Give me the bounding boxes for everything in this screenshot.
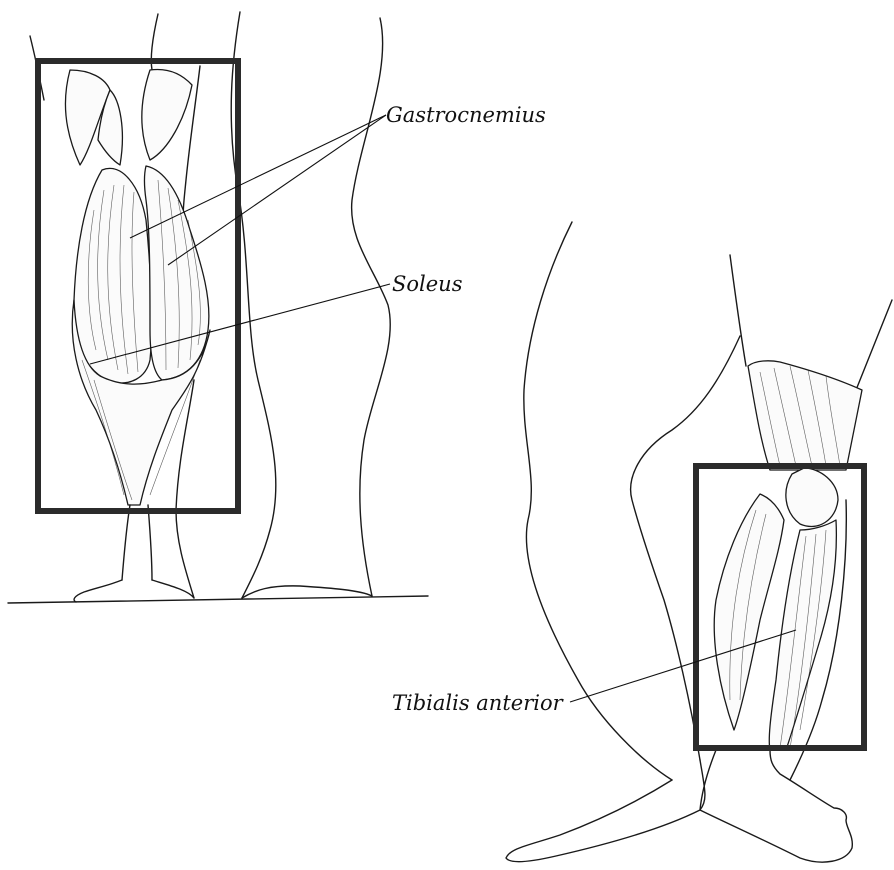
posterior-leg-figure <box>8 12 428 603</box>
ground-line <box>8 596 428 603</box>
rear-leg-outline <box>352 18 391 596</box>
front-foot <box>700 750 852 862</box>
leader-lines <box>90 115 796 702</box>
hamstring-right <box>142 70 192 160</box>
anterior-leg-figure <box>506 222 892 862</box>
back-foot <box>506 760 705 862</box>
quadriceps <box>748 361 862 470</box>
achilles-tendon <box>122 505 152 580</box>
rear-leg-heel <box>242 586 372 598</box>
patella <box>786 468 838 527</box>
front-thigh-right <box>856 300 892 390</box>
calf-outer-edge <box>176 380 194 598</box>
gastrocnemius-lateral-head <box>145 166 209 380</box>
label-soleus: Soleus <box>392 272 463 296</box>
label-gastrocnemius: Gastrocnemius <box>386 103 546 127</box>
tibialis-leader <box>570 630 796 702</box>
label-tibialis-anterior: Tibialis anterior <box>392 691 565 715</box>
front-thigh-left <box>730 255 746 366</box>
left-foot <box>74 580 194 602</box>
